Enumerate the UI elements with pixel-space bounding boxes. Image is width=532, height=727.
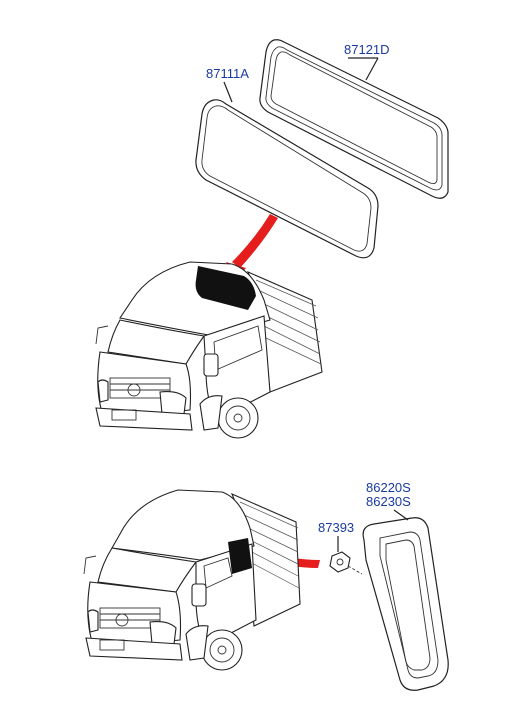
leader-86220S bbox=[393, 509, 409, 521]
truck-cab-side-window-icon bbox=[83, 489, 301, 671]
rear-glass-seal[interactable] bbox=[259, 39, 449, 199]
label-87111A: 87111A bbox=[206, 66, 249, 81]
leader-87121D-down bbox=[365, 57, 379, 81]
side-glass[interactable] bbox=[362, 517, 449, 691]
nut-icon[interactable] bbox=[329, 551, 351, 573]
rear-window-highlight bbox=[195, 266, 256, 310]
label-86230S: 86230S bbox=[366, 494, 411, 509]
label-87121D: 87121D bbox=[344, 42, 390, 57]
side-window-highlight bbox=[228, 538, 252, 574]
truck-cab-rear-window-icon bbox=[95, 261, 323, 439]
leader-87111A bbox=[223, 81, 233, 103]
label-86220S: 86220S bbox=[366, 480, 411, 495]
nut-leader bbox=[347, 565, 363, 575]
label-87393: 87393 bbox=[318, 520, 354, 535]
rear-glass[interactable] bbox=[195, 99, 379, 259]
red-arrow-icon bbox=[232, 214, 278, 268]
